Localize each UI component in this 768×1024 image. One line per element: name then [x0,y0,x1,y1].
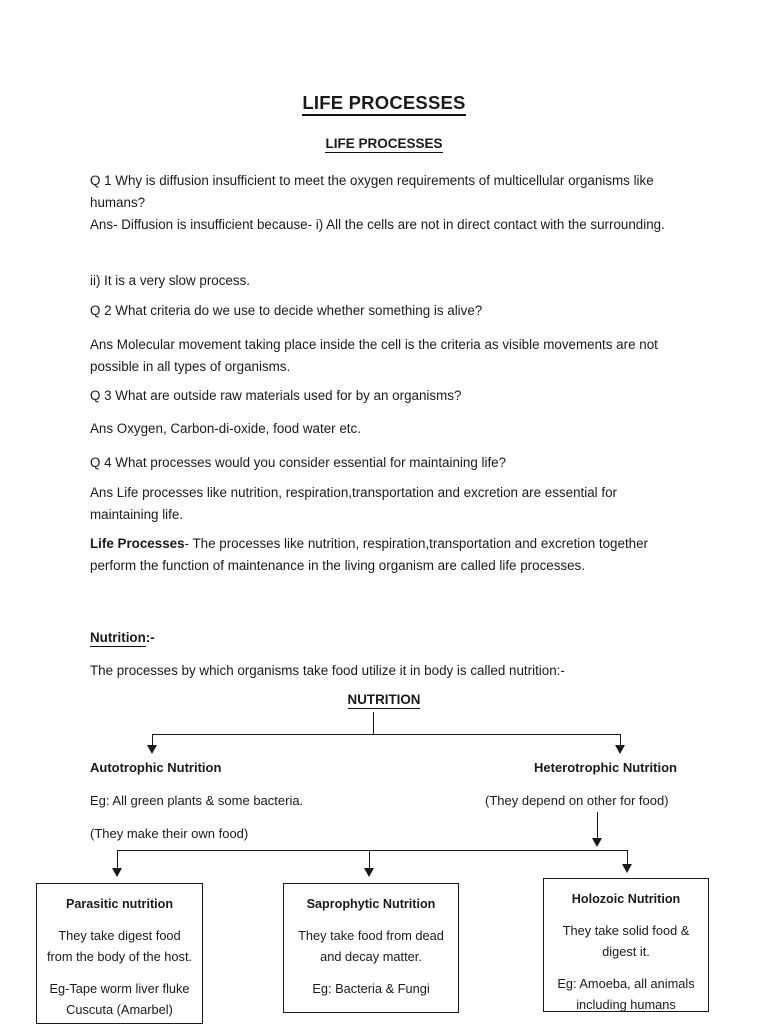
paragraph-q2: Q 2 What criteria do we use to decide wh… [90,303,483,318]
page-subtitle-text: LIFE PROCESSES [325,136,443,153]
box-parasitic-line-2: from the body of the host. [46,949,193,964]
node-autotrophic-label: Autotrophic Nutrition [90,760,222,775]
nutrition-intro: The processes by which organisms take fo… [90,663,565,678]
box-holozoic-title: Holozoic Nutrition [571,892,681,906]
definition-life-processes: Life Processes- The processes like nutri… [90,533,672,577]
paragraph-a1-ii: ii) It is a very slow process. [90,273,250,288]
connector-heterotrophic-stem [597,812,598,840]
note-autotrophic-example: Eg: All green plants & some bacteria. [90,793,304,808]
note-heterotrophic-depend: (They depend on other for food) [485,793,669,808]
box-saprophytic-nutrition: Saprophytic Nutrition They take food fro… [283,883,459,1013]
definition-term: Life Processes [90,536,185,551]
flowchart-root-label: NUTRITION [347,692,421,709]
box-saprophytic-line-3: Eg: Bacteria & Fungi [312,981,430,996]
connector-root-stem [373,712,374,734]
paragraph-q4: Q 4 What processes would you consider es… [90,455,507,470]
connector-level2-drop-2 [369,850,370,872]
arrow-head-autotrophic [147,745,157,754]
box-parasitic-line-1: They take digest food [58,928,181,943]
box-parasitic-line-4: Cuscuta (Amarbel) [66,1002,173,1017]
paragraph-a2: Ans Molecular movement taking place insi… [90,337,658,374]
box-saprophytic-line-2: and decay matter. [320,949,422,964]
node-heterotrophic-label: Heterotrophic Nutrition [534,760,677,775]
box-holozoic-line-4: including humans [576,997,676,1012]
paragraph-q1: Q 1 Why is diffusion insufficient to mee… [90,173,654,210]
page-subtitle: LIFE PROCESSES [0,136,768,153]
paragraph-q3: Q 3 What are outside raw materials used … [90,388,462,403]
box-saprophytic-title: Saprophytic Nutrition [306,897,436,911]
connector-level2-drop-3 [627,850,628,868]
box-parasitic-nutrition: Parasitic nutrition They take digest foo… [36,883,203,1024]
box-parasitic-line-3: Eg-Tape worm liver fluke [49,981,190,996]
paragraph-a4: Ans Life processes like nutrition, respi… [90,485,617,522]
connector-level2-drop-1 [117,850,118,872]
box-holozoic-nutrition: Holozoic Nutrition They take solid food … [543,878,709,1012]
connector-level2-bar [117,850,628,851]
page-title-text: LIFE PROCESSES [302,92,466,116]
box-saprophytic-line-1: They take food from dead [298,928,444,943]
section-heading-nutrition-text: Nutrition [90,630,146,647]
page-title: LIFE PROCESSES [0,92,768,116]
definition-body: - The processes like nutrition, respirat… [90,536,649,573]
arrow-head-parasitic [112,868,122,877]
arrow-head-heterotrophic-stem [592,838,602,847]
connector-level1-bar [152,734,621,735]
section-heading-nutrition: Nutrition:- [90,627,155,649]
box-holozoic-line-1: They take solid food & [562,923,690,938]
arrow-head-saprophytic [364,868,374,877]
box-holozoic-line-2: digest it. [602,944,650,959]
section-heading-nutrition-suffix: :- [145,630,155,645]
box-holozoic-line-3: Eg: Amoeba, all animals [557,976,695,991]
note-autotrophic-ownfood: (They make their own food) [90,826,249,841]
connector-level1-right-drop [620,734,621,750]
box-parasitic-title: Parasitic nutrition [65,897,174,911]
flowchart-root-node: NUTRITION [0,692,768,709]
arrow-head-holozoic [622,864,632,873]
connector-level1-left-drop [152,734,153,750]
paragraph-a1: Ans- Diffusion is insufficient because- … [90,217,665,232]
arrow-head-heterotrophic [615,745,625,754]
paragraph-a3: Ans Oxygen, Carbon-di-oxide, food water … [90,421,361,436]
